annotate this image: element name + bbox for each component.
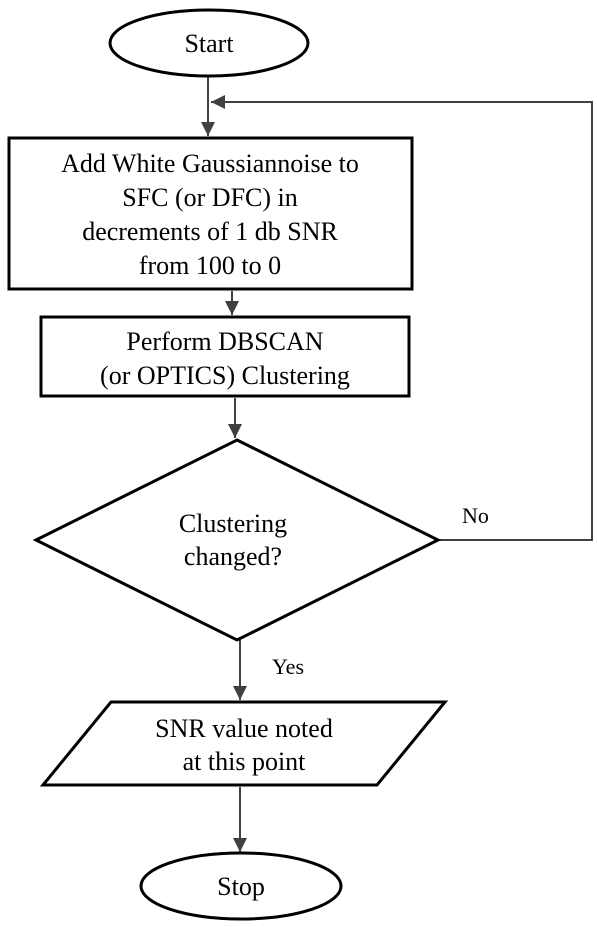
add-noise-line-3: decrements of 1 db SNR <box>82 217 338 246</box>
decision-line-2: changed? <box>184 542 282 571</box>
stop-label: Stop <box>217 872 265 901</box>
decision-node: Clustering changed? <box>32 438 442 642</box>
snr-output-shape <box>39 700 449 787</box>
decision-line-1: Clustering <box>179 509 287 538</box>
start-node: Start <box>108 8 310 78</box>
decision-shape <box>32 438 442 642</box>
yes-edge-label: Yes <box>272 654 304 679</box>
snr-output-line-2: at this point <box>183 747 307 776</box>
add-noise-line-1: Add White Gaussiannoise to <box>61 149 359 178</box>
stop-node: Stop <box>139 851 343 921</box>
add-noise-line-2: SFC (or DFC) in <box>122 183 298 212</box>
add-noise-shape <box>7 136 414 291</box>
snr-output-node: SNR value noted at this point <box>39 700 449 787</box>
snr-output-line-1: SNR value noted <box>155 714 333 743</box>
no-edge-label: No <box>462 503 489 528</box>
arrow-no-loop-back <box>211 95 593 541</box>
stop-shape <box>139 851 343 921</box>
add-noise-line-4: from 100 to 0 <box>139 251 281 280</box>
add-noise-node: Add White Gaussiannoise to SFC (or DFC) … <box>7 136 414 291</box>
cluster-line-2: (or OPTICS) Clustering <box>100 361 350 390</box>
cluster-shape <box>39 315 411 398</box>
start-shape <box>108 8 310 78</box>
start-label: Start <box>184 29 234 58</box>
cluster-node: Perform DBSCAN (or OPTICS) Clustering <box>39 315 411 398</box>
cluster-line-1: Perform DBSCAN <box>126 327 323 356</box>
